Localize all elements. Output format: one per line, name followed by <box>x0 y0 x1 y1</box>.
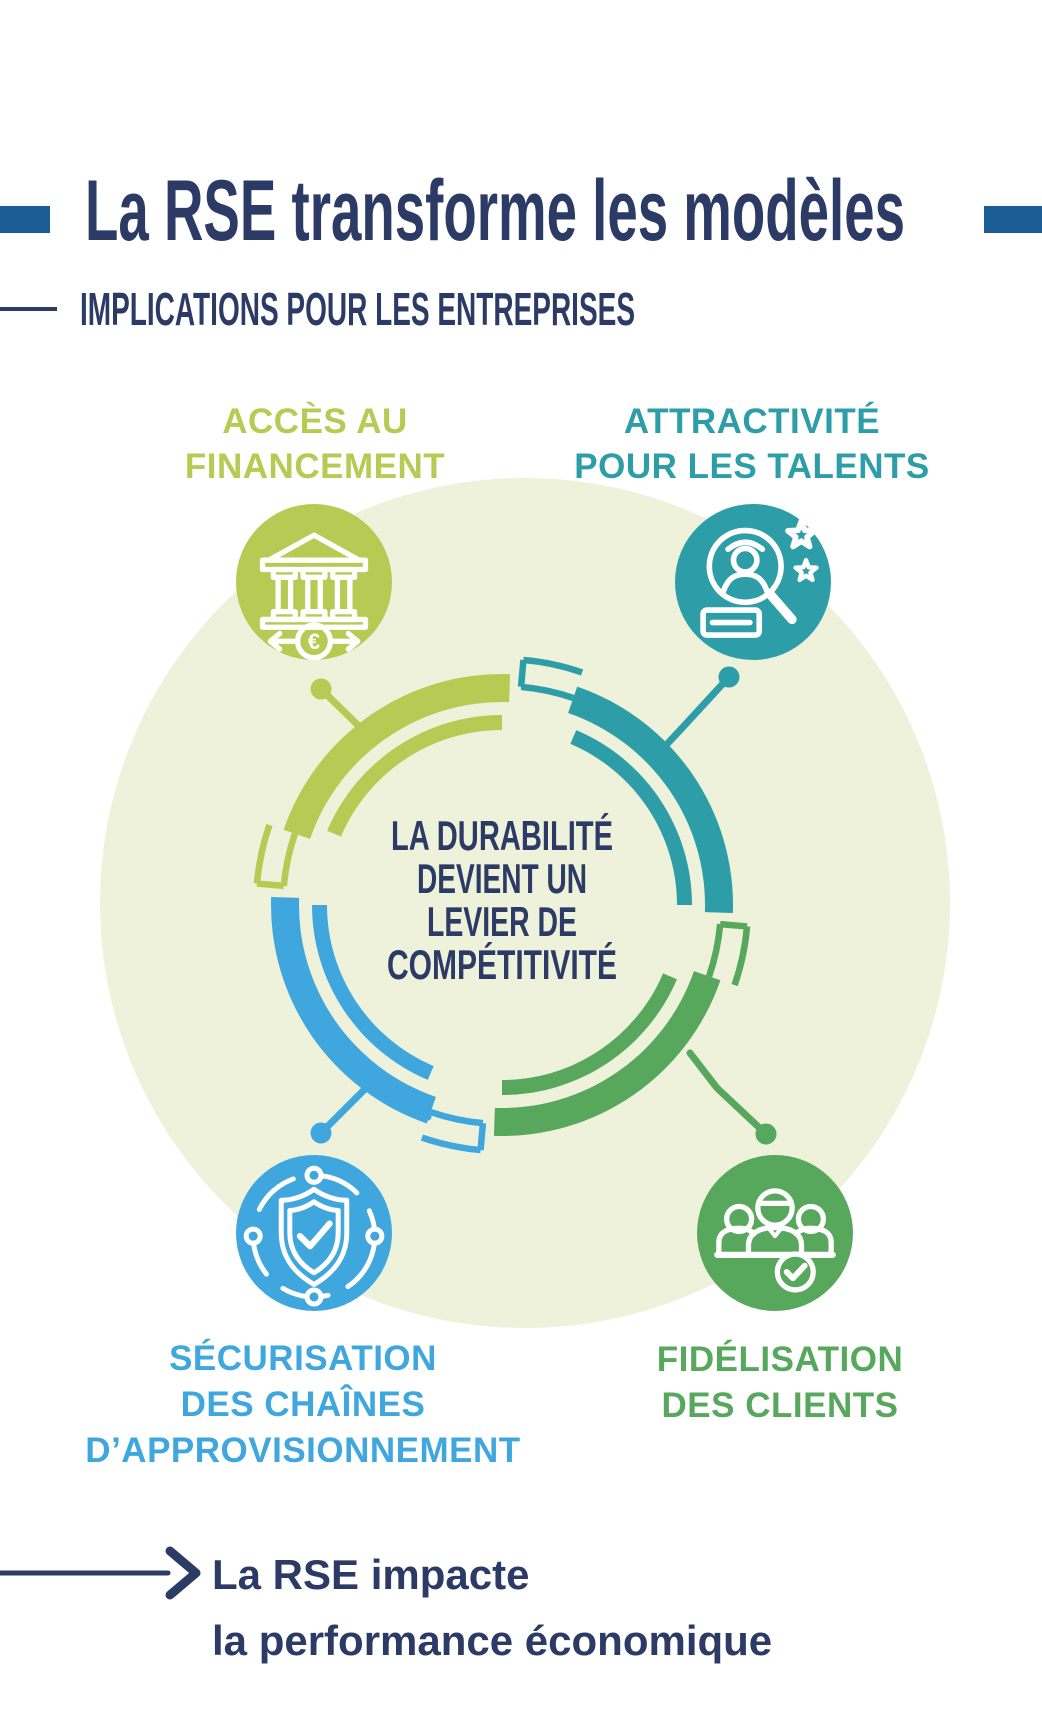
ring-arc-clients <box>493 920 777 1145</box>
footer-arrow-head <box>165 1546 201 1600</box>
arc-band-chaines <box>271 896 436 1124</box>
arc-inner-band-talents <box>570 730 692 905</box>
arc-outline-financement <box>280 832 299 887</box>
footer-line: La RSE impacte <box>212 1551 530 1598</box>
arc-inner-band-chaines <box>312 905 434 1080</box>
center-message: LA DURABILITÉ DEVIENT UN LEVIER DE COMPÉ… <box>387 812 617 988</box>
header-bar-right <box>984 206 1042 233</box>
label-line: ACCÈS AU <box>222 402 408 441</box>
label-line: DES CHAÎNES <box>180 1385 426 1424</box>
arc-band-financement <box>283 674 511 839</box>
label-line: FINANCEMENT <box>184 447 446 486</box>
chaines-circle <box>236 1155 392 1311</box>
clients-circle <box>697 1155 853 1311</box>
arc-band-clients <box>493 971 721 1136</box>
header-bar-left <box>0 206 50 233</box>
arc-outline-cap-chaines <box>477 1122 487 1151</box>
label-line: POUR LES TALENTS <box>574 447 930 486</box>
label-line: SÉCURISATION <box>169 1339 437 1378</box>
arc-outline-clients <box>705 923 724 978</box>
connector-dot-financement <box>310 678 332 700</box>
ring-arc-financement <box>253 674 511 890</box>
page-title: La RSE transforme les modèles <box>85 163 905 259</box>
center-message-line-4: COMPÉTITIVITÉ <box>387 941 617 988</box>
arc-outline-talents <box>520 683 575 702</box>
ring-arc-talents <box>517 656 740 914</box>
arc-inner-band-clients <box>502 973 677 1095</box>
footer-arrow <box>0 1546 201 1600</box>
talents-circle <box>675 504 831 660</box>
center-message-line-1: LA DURABILITÉ <box>391 812 613 859</box>
svg-text:€: € <box>308 629 320 654</box>
center-message-line-2: DEVIENT UN <box>417 855 587 902</box>
arc-outline-chaines <box>429 1108 484 1127</box>
label-line: FIDÉLISATION <box>656 1340 904 1379</box>
arc-outline-cap-financement <box>256 880 285 890</box>
label-line: ATTRACTIVITÉ <box>623 402 881 441</box>
label-attractivite-talents: ATTRACTIVITÉ POUR LES TALENTS <box>552 399 952 489</box>
shield-check-icon <box>243 1165 385 1307</box>
label-fidelisation-clients: FIDÉLISATION DES CLIENTS <box>550 1337 1010 1429</box>
talent-search-icon <box>700 518 819 638</box>
ring-layer <box>253 656 777 1154</box>
header-section: La RSE transforme les modèles IMPLICATIO… <box>0 163 1042 335</box>
footer-message: La RSE impacte la performance économique <box>212 1542 772 1674</box>
connector-dot-clients <box>755 1123 777 1145</box>
label-line: D’APPROVISIONNEMENT <box>85 1431 521 1470</box>
connector-dot-talents <box>718 666 740 688</box>
bank-euro-icon: € <box>259 532 369 660</box>
footer-line: la performance économique <box>212 1617 773 1664</box>
people-group-check-icon <box>714 1188 836 1293</box>
connector-dot-chaines <box>310 1122 332 1144</box>
ring-arc-chaines <box>271 896 487 1154</box>
label-line: DES CLIENTS <box>661 1386 899 1425</box>
arc-outline-cap-talents <box>517 659 527 688</box>
label-securisation-chaines: SÉCURISATION DES CHAÎNES D’APPROVISIONNE… <box>73 1336 533 1474</box>
arc-band-talents <box>568 686 733 914</box>
arc-outline-cap-clients <box>719 920 748 930</box>
center-message-line-3: LEVIER DE <box>427 898 577 945</box>
label-acces-financement: ACCÈS AU FINANCEMENT <box>115 399 515 489</box>
connector-line-clients <box>686 1049 770 1138</box>
arc-inner-band-financement <box>327 715 502 837</box>
financement-circle: € <box>236 504 392 660</box>
page-subtitle: IMPLICATIONS POUR LES ENTREPRISES <box>80 283 635 335</box>
